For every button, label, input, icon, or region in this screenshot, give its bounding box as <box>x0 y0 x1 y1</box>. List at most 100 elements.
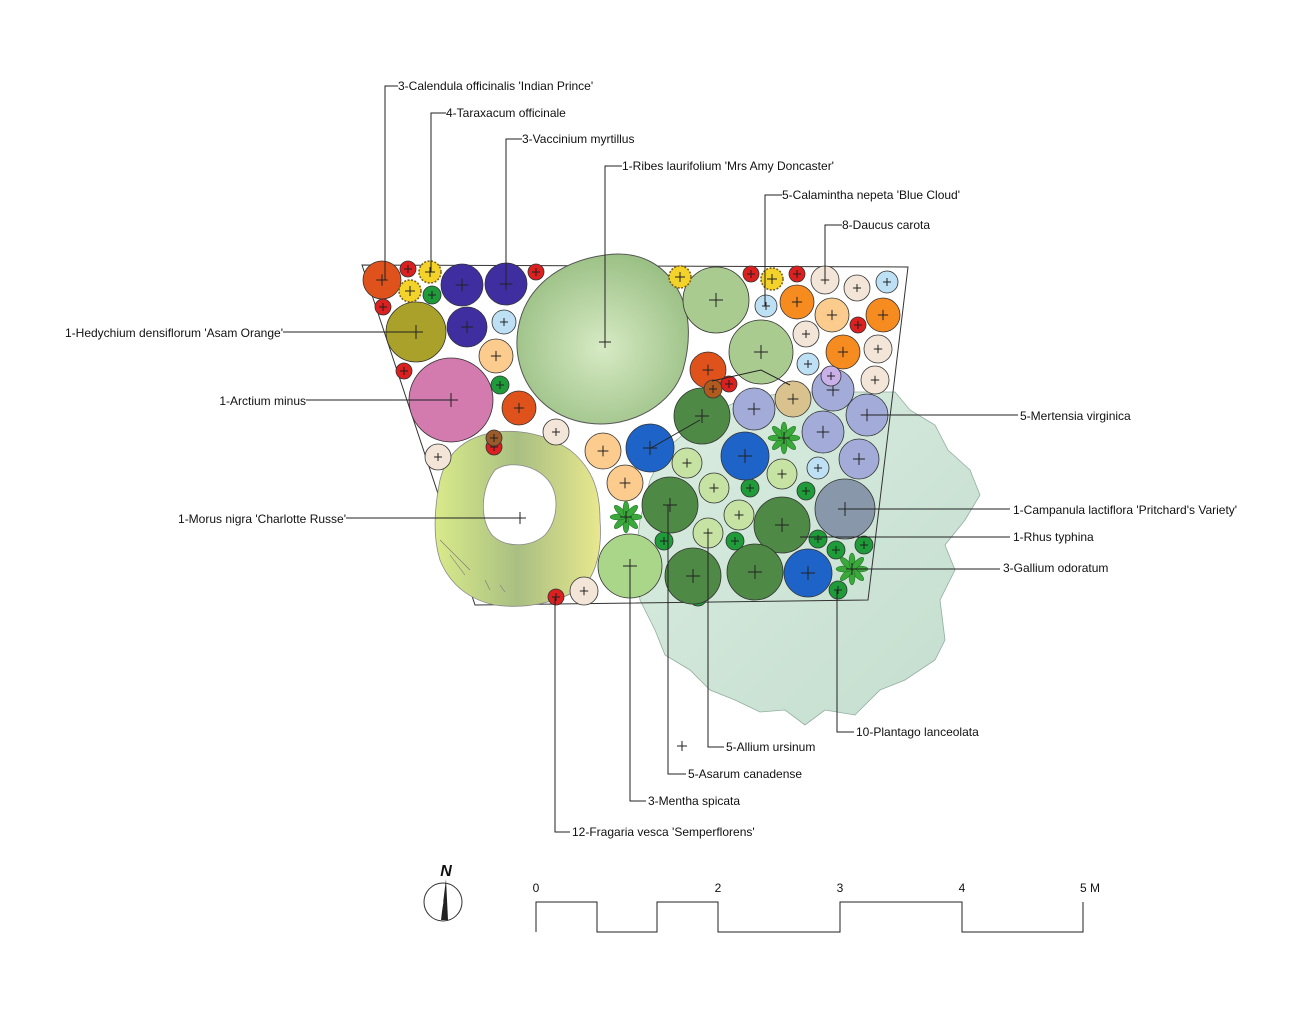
fragaria-plant <box>527 263 545 281</box>
taraxacum-plant <box>760 267 784 291</box>
peach-plant <box>584 432 622 470</box>
misc-plant <box>820 365 842 387</box>
vaccinium-plant <box>446 306 488 348</box>
peach-plant <box>478 338 514 374</box>
mertensia-plant <box>732 387 776 431</box>
plantago-plant <box>740 478 760 498</box>
fragaria-plant <box>374 298 392 316</box>
asarum-plant <box>726 543 784 601</box>
ribes-green-plant <box>728 319 794 385</box>
scale-tick-2: 2 <box>715 881 722 895</box>
peach-plant <box>606 464 644 502</box>
fragaria-plant <box>720 375 738 393</box>
campanula-blue-plant <box>625 423 675 473</box>
label-ribes: 1-Ribes laurifolium 'Mrs Amy Doncaster' <box>622 159 834 173</box>
north-arrow: N <box>423 863 463 922</box>
gallium-plant <box>609 500 643 534</box>
daucus-plant <box>569 576 599 606</box>
allium-plant <box>698 472 730 504</box>
daucus-plant <box>860 365 890 395</box>
mertensia-plant <box>801 410 845 454</box>
label-rhus: 1-Rhus typhina <box>1013 530 1094 544</box>
bed-outline <box>361 264 909 606</box>
label-asarum: 5-Asarum canadense <box>688 767 802 781</box>
vaccinium-plant <box>440 263 484 307</box>
allium-plant <box>766 458 798 490</box>
ribes-green-plant <box>682 266 750 334</box>
calamintha-plant <box>806 456 830 480</box>
label-calendula: 3-Calendula officinalis 'Indian Prince' <box>398 79 593 93</box>
orange-plant <box>779 284 815 320</box>
calamintha-plant <box>754 294 778 318</box>
plantago-plant <box>654 531 674 551</box>
fragaria-plant <box>399 260 417 278</box>
taraxacum-plant <box>668 265 692 289</box>
peach-plant <box>774 380 812 418</box>
plantago-plant <box>796 481 816 501</box>
daucus-plant <box>863 334 893 364</box>
label-hedychium: 1-Hedychium densiflorum 'Asam Orange' <box>65 326 283 340</box>
scale-tick-0: 0 <box>533 881 540 895</box>
label-plantago: 10-Plantago lanceolata <box>856 725 979 739</box>
taraxacum-plant <box>418 260 442 284</box>
campanula-blue-plant <box>720 431 770 481</box>
calendula-plant <box>501 390 537 426</box>
label-campanula: 1-Campanula lactiflora 'Pritchard's Vari… <box>1013 503 1237 517</box>
peach-plant <box>814 297 850 333</box>
ribes-shrub <box>516 253 689 425</box>
label-morus: 1-Morus nigra 'Charlotte Russe' <box>178 512 346 526</box>
orange-plant <box>825 334 861 370</box>
allium-plant <box>671 447 703 479</box>
campanula-blue-plant <box>783 548 833 598</box>
plantago-plant <box>854 535 874 555</box>
calendula-plant <box>362 260 402 300</box>
fragaria-plant <box>742 265 760 283</box>
calamintha-plant <box>796 352 820 376</box>
misc-plant <box>703 379 723 399</box>
plantago-plant <box>422 285 442 305</box>
fragaria-plant <box>788 265 806 283</box>
morus-tree <box>434 430 601 607</box>
plantago-plant <box>808 529 828 549</box>
plantago-plant <box>725 531 745 551</box>
label-allium: 5-Allium ursinum <box>726 740 815 754</box>
daucus-plant <box>843 274 871 302</box>
scale-tick-4: 4 <box>959 881 966 895</box>
label-mentha: 3-Mentha spicata <box>648 794 740 808</box>
daucus-plant <box>542 418 570 446</box>
daucus-plant <box>792 320 820 348</box>
label-mertensia: 5-Mertensia virginica <box>1020 409 1131 423</box>
daucus-plant <box>424 443 452 471</box>
fragaria-plant <box>849 316 867 334</box>
fragaria-plant <box>395 362 413 380</box>
plantago-plant <box>828 580 848 600</box>
gallium-plant <box>835 552 869 586</box>
north-letter: N <box>440 863 452 880</box>
taraxacum-plant <box>398 279 422 303</box>
orange-plant <box>865 297 901 333</box>
mertensia-plant <box>838 438 880 480</box>
asarum-plant <box>673 387 731 445</box>
scale-tick-3: 3 <box>837 881 844 895</box>
label-calamintha: 5-Calamintha nepeta 'Blue Cloud' <box>782 188 960 202</box>
calendula-plant <box>689 351 727 389</box>
asarum-plant <box>664 547 722 605</box>
label-taraxacum: 4-Taraxacum officinale <box>446 106 566 120</box>
asarum-plant <box>753 496 811 554</box>
misc-plant <box>485 429 503 447</box>
fragaria-plant <box>547 588 565 606</box>
calamintha-plant <box>491 309 517 335</box>
scale-bar: 0 2 3 4 5 M <box>533 881 1100 933</box>
label-daucus: 8-Daucus carota <box>842 218 930 232</box>
scale-tick-5: 5 M <box>1080 881 1100 895</box>
plantago-plant <box>490 375 510 395</box>
calamintha-plant <box>875 270 899 294</box>
reference-cross <box>677 741 687 751</box>
label-vaccinium: 3-Vaccinium myrtillus <box>522 132 634 146</box>
label-arctium: 1-Arctium minus <box>219 394 306 408</box>
plantago-plant <box>826 540 846 560</box>
label-fragaria: 12-Fragaria vesca 'Semperflorens' <box>572 825 755 839</box>
leaders <box>283 85 1018 833</box>
label-gallium: 3-Gallium odoratum <box>1003 561 1108 575</box>
